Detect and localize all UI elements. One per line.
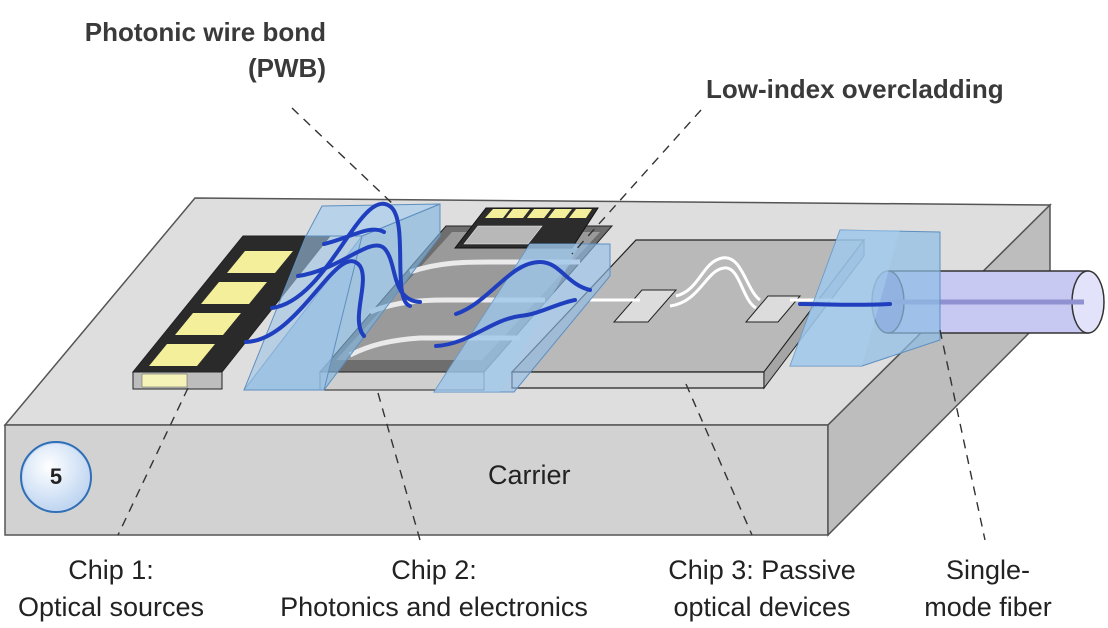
chip1-caption: Chip 1: Optical sources xyxy=(0,552,222,626)
pwb-title: Photonic wire bond (PWB) xyxy=(30,14,326,86)
photonic-wire-bonds xyxy=(244,202,892,348)
fiber-caption-line1: Single- xyxy=(945,555,1031,585)
chip1-caption-line2: Optical sources xyxy=(17,592,205,622)
chip2-caption: Chip 2: Photonics and electronics xyxy=(252,552,616,626)
fiber-caption-line2: mode fiber xyxy=(924,592,1052,622)
chip2-caption-line1: Chip 2: xyxy=(391,555,477,585)
pwb-title-line1: Photonic wire bond xyxy=(84,17,326,47)
figure-number-badge: 5 xyxy=(20,441,92,513)
chip1-caption-line1: Chip 1: xyxy=(68,555,154,585)
chip-1 xyxy=(131,235,332,390)
leader-lines xyxy=(117,107,986,541)
chip3-caption-line2: optical devices xyxy=(673,592,851,622)
chip3-caption-line1: Chip 3: Passive xyxy=(668,555,856,585)
overcladding-label: Low-index overcladding xyxy=(706,74,1004,104)
chip2-caption-line2: Photonics and electronics xyxy=(280,592,588,622)
overcladding-chip3-fiber xyxy=(789,229,941,367)
pwb-title-line2: (PWB) xyxy=(248,53,326,83)
carrier-label: Carrier xyxy=(488,460,571,490)
fiber-caption: Single- mode fiber xyxy=(910,552,1066,626)
figure-number: 5 xyxy=(49,464,63,489)
chip3-caption: Chip 3: Passive optical devices xyxy=(648,552,876,626)
